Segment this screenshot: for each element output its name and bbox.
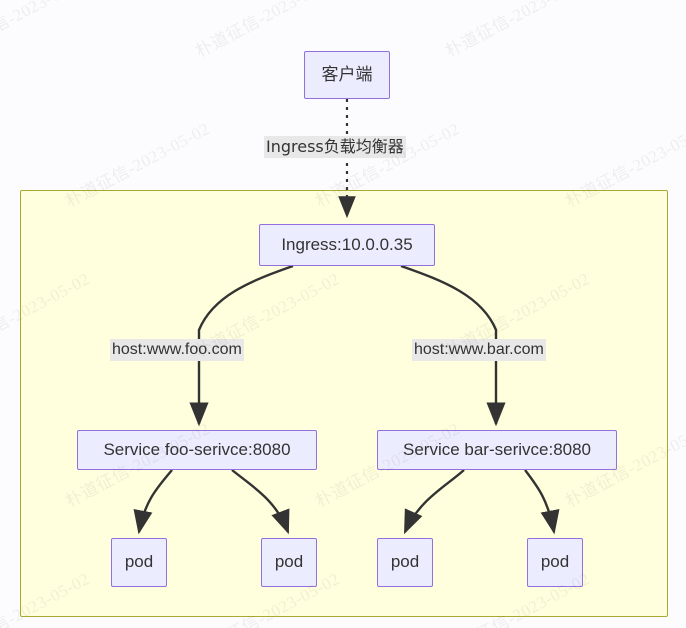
edge-label-ingress-to-foo: host:www.foo.com (110, 339, 244, 361)
node-ingress[interactable]: Ingress:10.0.0.35 (259, 224, 435, 266)
node-client[interactable]: 客户端 (304, 51, 390, 99)
edge-foo-to-pod-2 (231, 469, 290, 535)
node-service-foo[interactable]: Service foo-serivce:8080 (77, 430, 317, 470)
edge-ingress-to-foo (189, 264, 294, 427)
edge-ingress-to-bar (400, 264, 506, 427)
node-pod-bar-1[interactable]: pod (377, 538, 433, 587)
edge-label-ingress-to-bar: host:www.bar.com (412, 339, 546, 361)
node-pod-foo-2[interactable]: pod (261, 538, 317, 587)
node-service-bar[interactable]: Service bar-serivce:8080 (377, 430, 617, 470)
edge-bar-to-pod-2 (524, 469, 560, 535)
node-pod-foo-1[interactable]: pod (111, 538, 167, 587)
edge-bar-to-pod-1 (403, 469, 465, 535)
edge-label-client-to-ingress: Ingress负载均衡器 (264, 136, 406, 158)
node-pod-bar-2[interactable]: pod (527, 538, 583, 587)
edge-foo-to-pod-1 (133, 469, 173, 535)
